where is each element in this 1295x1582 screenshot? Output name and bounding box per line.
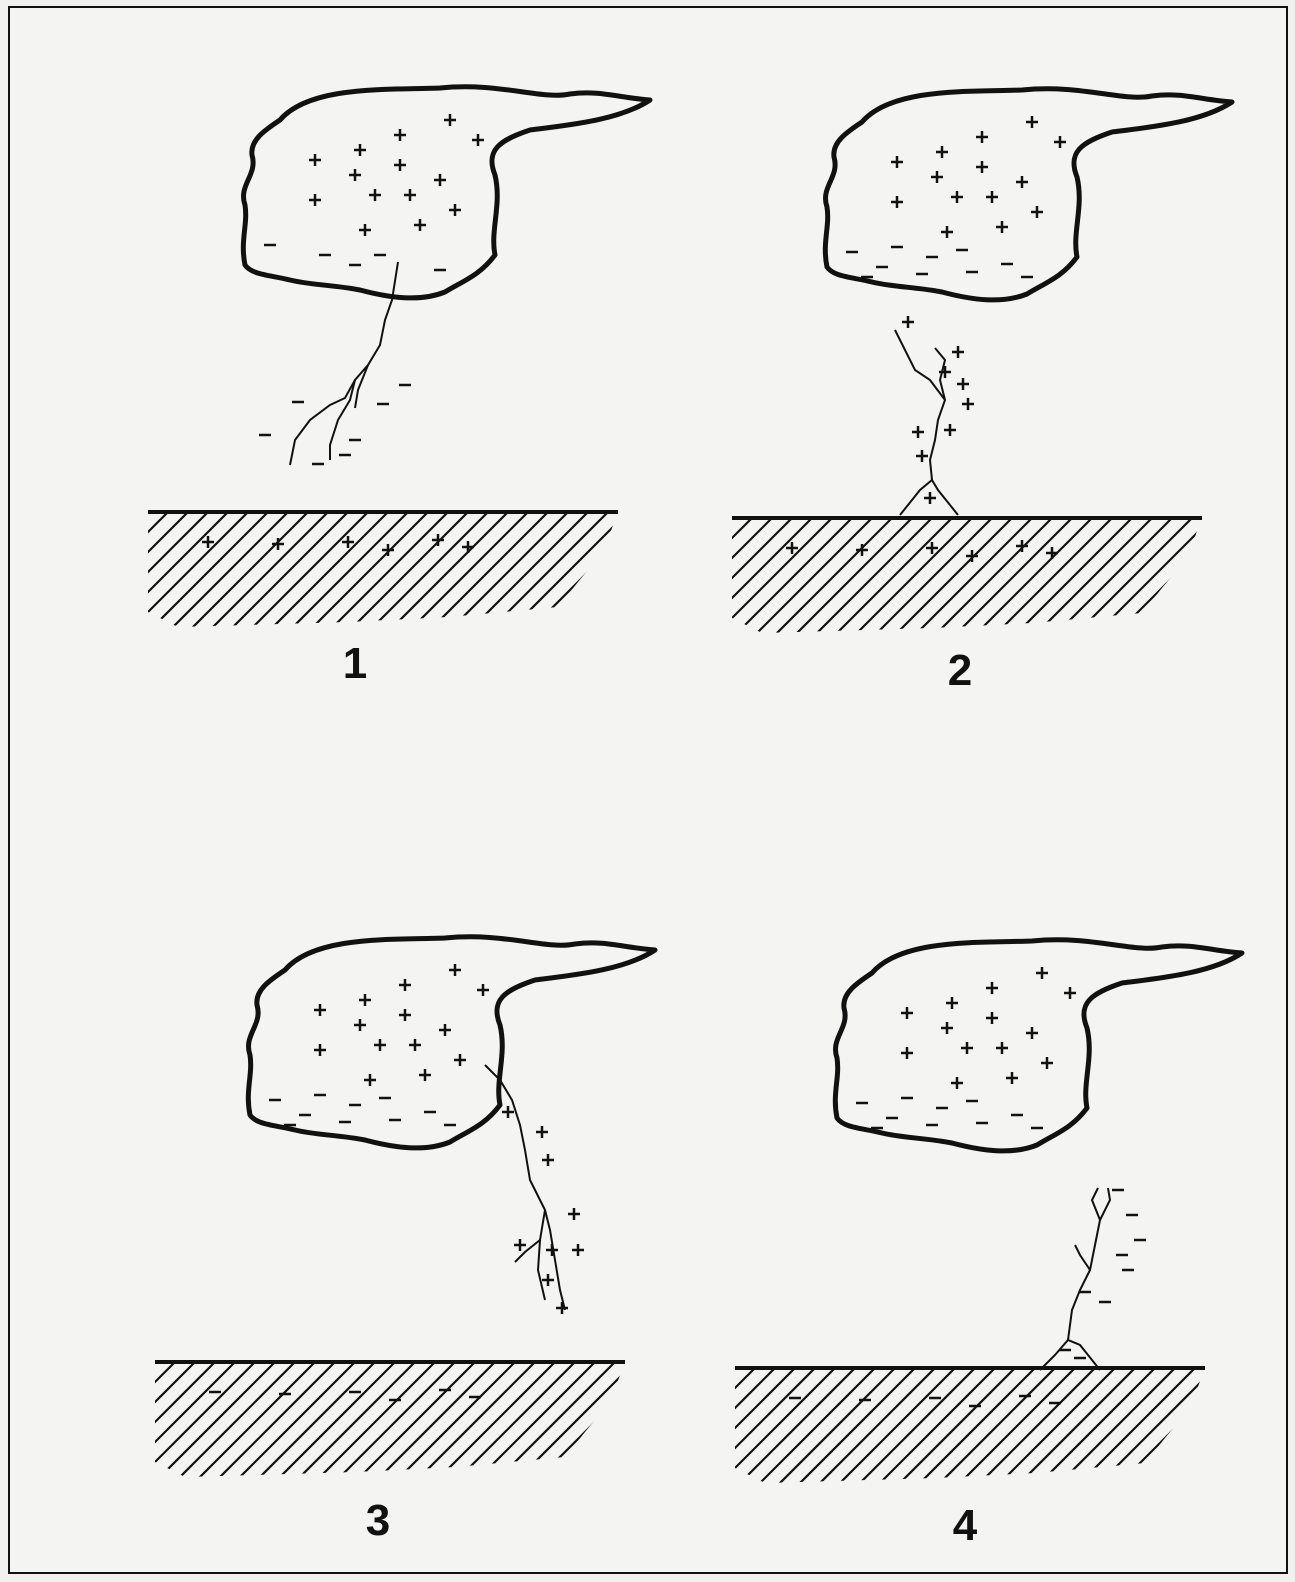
- panel-label: 4: [953, 1501, 978, 1550]
- panel-3: 3: [35, 937, 735, 1545]
- cloud-icon: [835, 940, 1242, 1151]
- panel-label: 1: [343, 639, 367, 688]
- lightning-leader-icon: [259, 262, 411, 465]
- cloud-icon: [248, 937, 655, 1148]
- panel-2: 2: [612, 89, 1295, 695]
- panel-label: 3: [366, 1496, 390, 1545]
- ground-icon: [35, 1362, 735, 1482]
- panel-1: 1: [28, 87, 728, 688]
- ground-icon: [615, 1368, 1295, 1488]
- lightning-leader-icon: [895, 316, 974, 515]
- cloud-icon: [825, 89, 1232, 300]
- ground-icon: [612, 518, 1295, 638]
- ground-icon: [28, 512, 728, 632]
- cloud-icon: [243, 87, 650, 298]
- panel-label: 2: [948, 646, 972, 695]
- lightning-leader-icon: [1040, 1188, 1146, 1370]
- panel-4: 4: [615, 940, 1295, 1550]
